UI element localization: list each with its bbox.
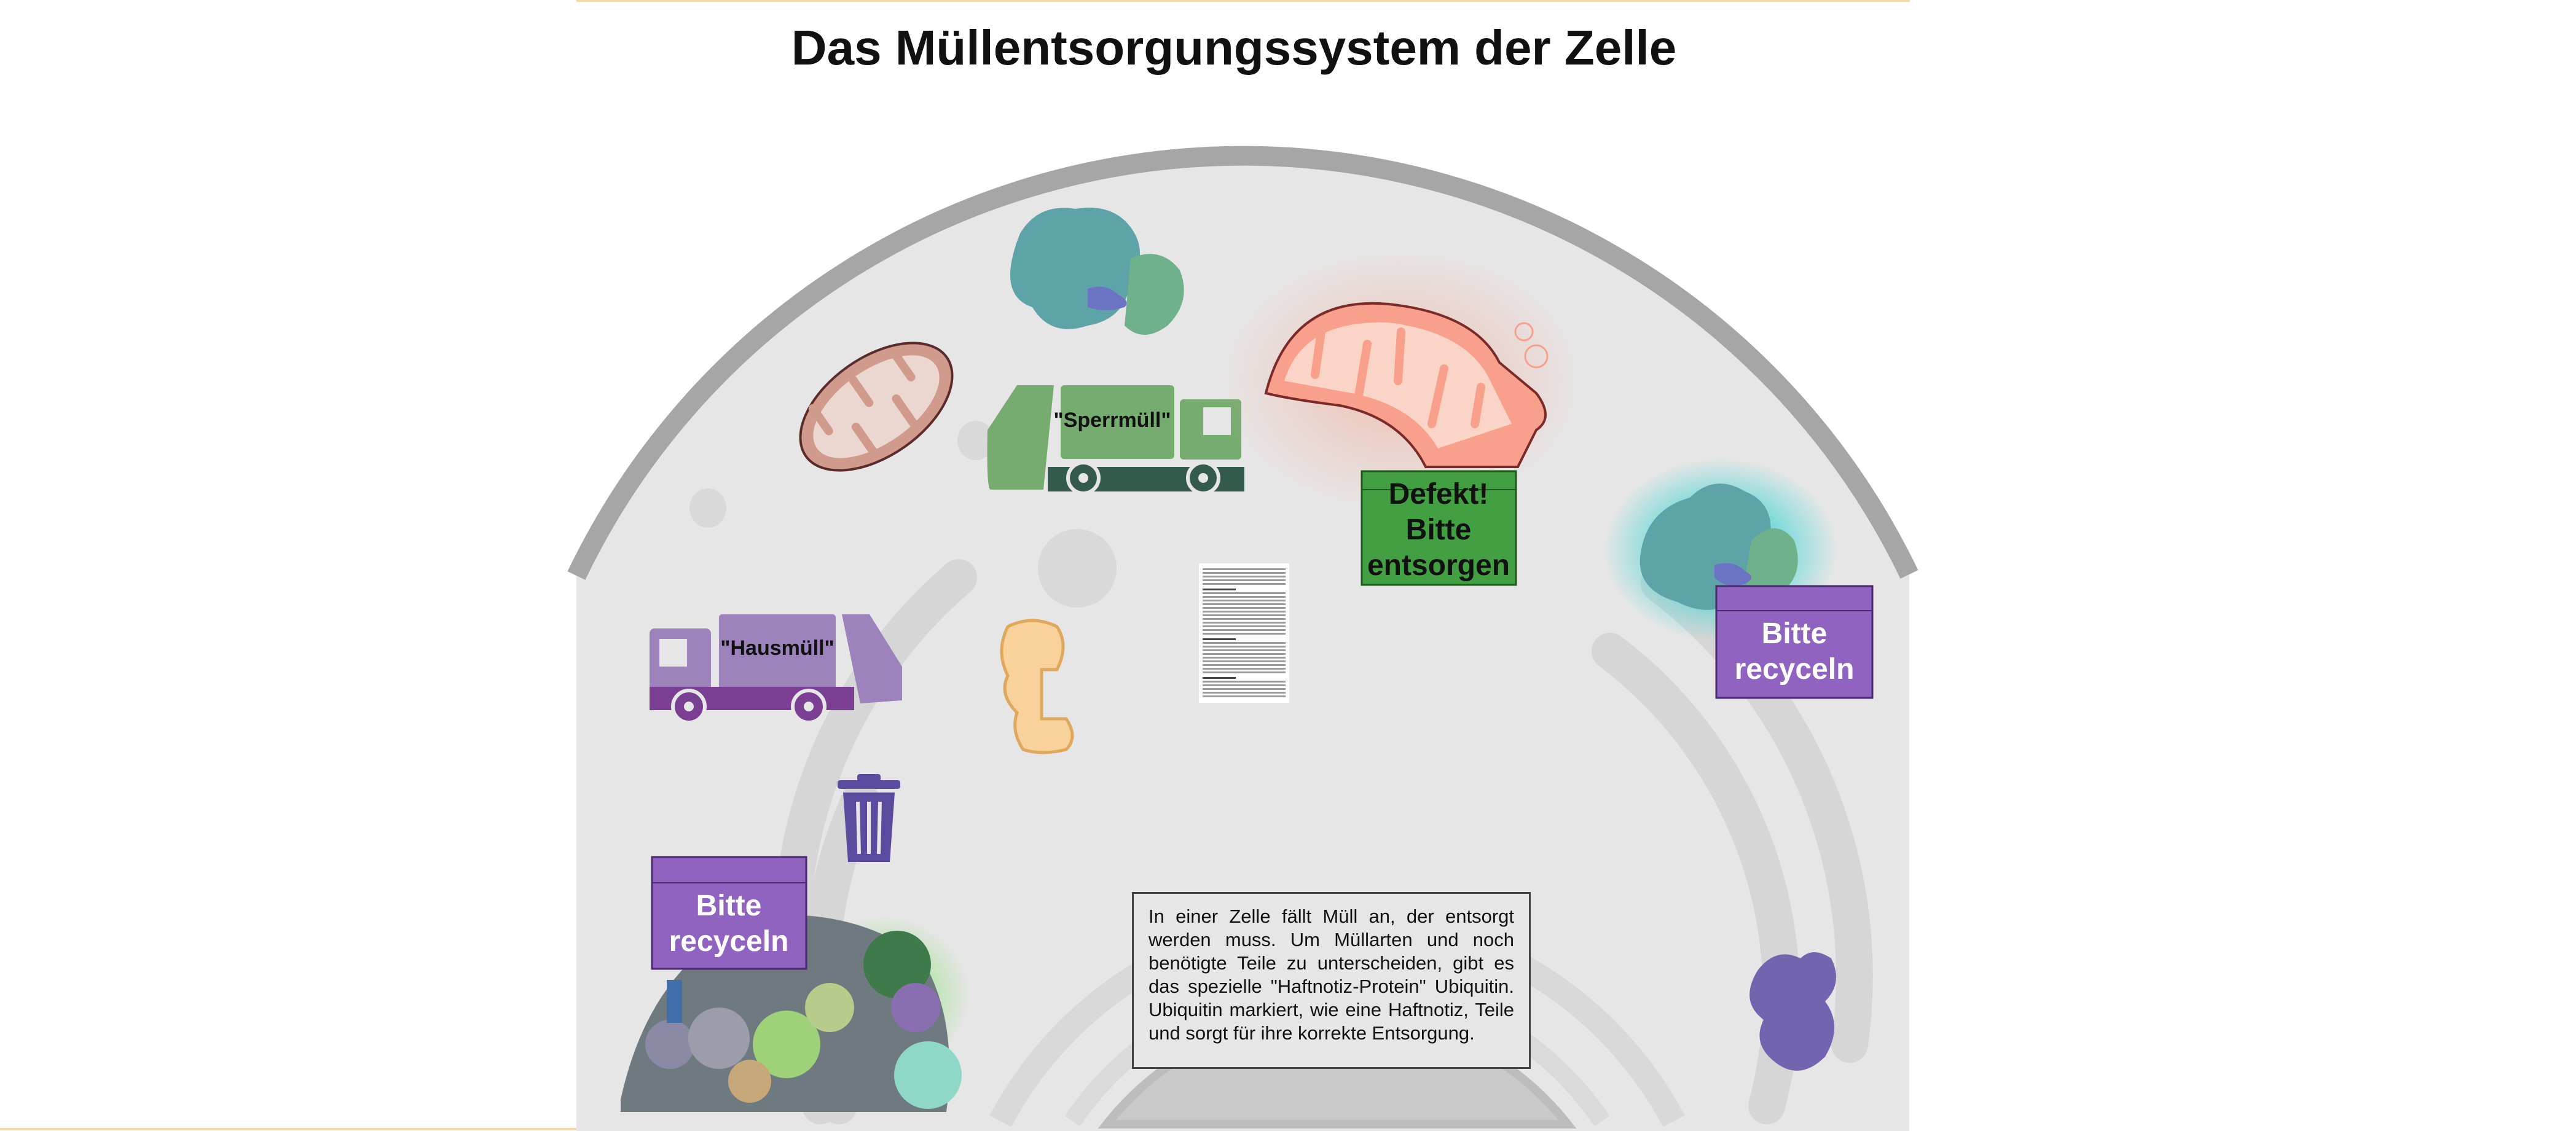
defect-tag-line: entsorgen [1367,549,1510,582]
hausmuell-label: "Hausmüll" [720,636,834,660]
page-title: Das Müllentsorgungssystem der Zelle [791,20,1676,75]
garbage-pile-icon [621,914,962,1112]
defect-tag-line: Defekt! [1389,478,1489,511]
recycle-tag-line: Bitte [696,890,762,922]
protein-icon [1000,619,1074,754]
sperrmuell-truck: "Sperrmüll" [987,385,1244,495]
tagged-proteasome-icon [1639,483,1798,610]
recycle-tag-line: Bitte [1762,617,1828,650]
hausmuell-truck: "Hausmüll" [650,614,902,724]
recycle-tag-right: Bitte recyceln [1715,585,1874,699]
recycle-tag-left: Bitte recyceln [651,856,807,970]
mitochondrion-icon [799,342,954,472]
sperrmuell-label: "Sperrmüll" [1054,409,1171,432]
document-thumbnail[interactable] [1199,563,1289,703]
damaged-mitochondrion-icon [1264,302,1549,468]
vesicle [957,421,994,460]
bottom-border-left [0,1128,576,1130]
trash-can-icon [838,774,900,862]
protein-icon [1749,952,1836,1071]
vesicle [1038,529,1117,608]
defect-tag-line: Bitte [1406,514,1472,546]
cell-membrane [567,146,1918,580]
proteasome-icon [1010,208,1184,335]
vesicle [689,488,726,528]
recycle-tag-line: recyceln [1735,653,1855,686]
defect-tag: Defekt! Bitte entsorgen [1361,470,1517,586]
info-text-box: In einer Zelle fällt Müll an, der entsor… [1132,892,1531,1069]
recycle-tag-line: recyceln [669,925,789,958]
top-border [576,0,1910,2]
